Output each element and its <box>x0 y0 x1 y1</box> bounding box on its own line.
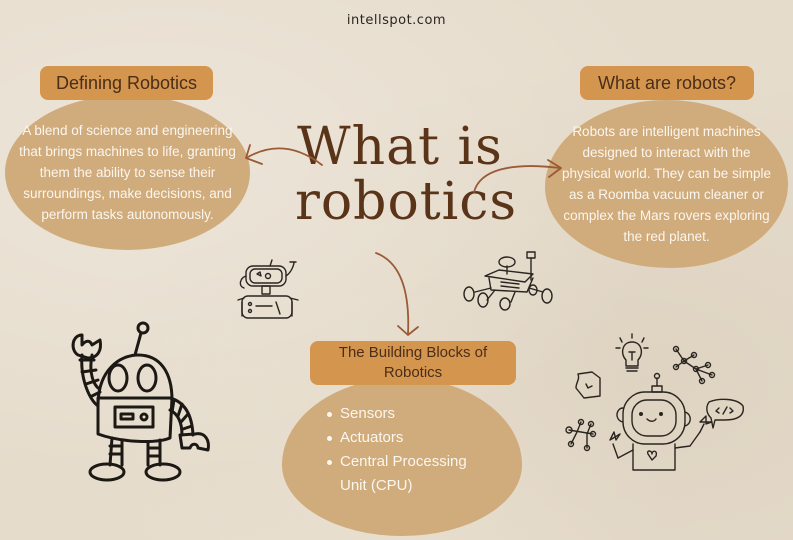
site-watermark: intellspot.com <box>346 13 447 28</box>
list-item: Central Processing Unit (CPU) <box>327 450 480 498</box>
defining-robotics-blob: A blend of science and engineering that … <box>5 95 250 250</box>
happy-robot-icon <box>609 372 713 471</box>
building-blocks-blob: Sensors Actuators Central Processing Uni… <box>282 378 522 536</box>
what-are-robots-heading: What are robots? <box>580 66 754 100</box>
title-line-2: robotics <box>295 172 518 232</box>
what-are-robots-blob: Robots are intelligent machines designed… <box>545 100 788 268</box>
mars-rover-icon <box>463 251 553 311</box>
network-icon <box>672 345 716 385</box>
building-blocks-list: Sensors Actuators Central Processing Uni… <box>327 402 480 498</box>
tracked-robot-icon <box>237 259 299 319</box>
lightbulb-icon <box>615 333 649 372</box>
network-icon-2 <box>565 418 597 452</box>
defining-robotics-heading: Defining Robotics <box>40 66 213 100</box>
code-bubble-icon <box>706 398 744 429</box>
waving-robot-icon <box>71 321 210 482</box>
list-item: Actuators <box>327 426 480 450</box>
list-item: Sensors <box>327 402 480 426</box>
defining-robotics-text: A blend of science and engineering that … <box>19 123 236 222</box>
shield-check-icon <box>575 371 601 399</box>
main-title: What is robotics <box>295 117 518 232</box>
title-line-1: What is <box>297 117 503 177</box>
what-are-robots-text: Robots are intelligent machines designed… <box>561 124 772 244</box>
building-blocks-heading: The Building Blocks of Robotics <box>310 341 516 385</box>
